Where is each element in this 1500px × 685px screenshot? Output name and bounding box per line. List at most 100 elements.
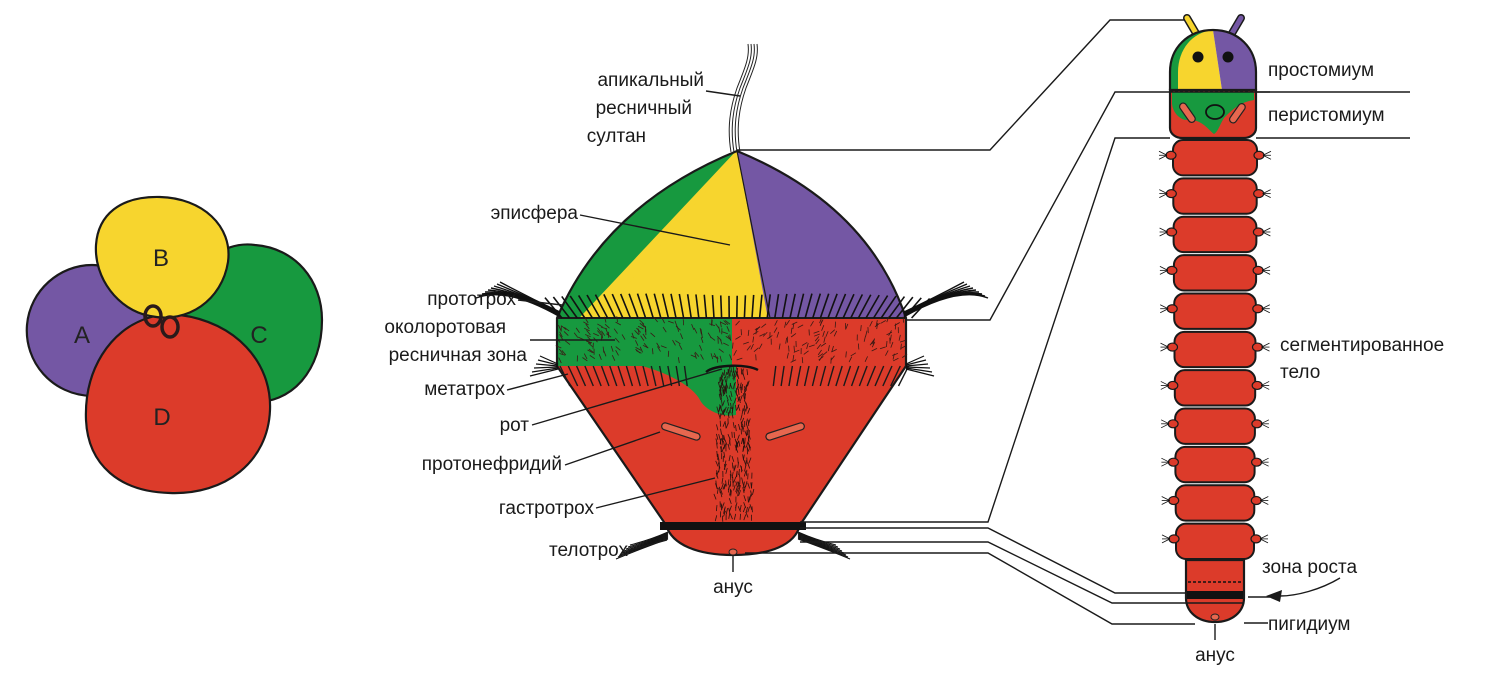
cell-a-label: A bbox=[74, 322, 90, 349]
chaeta bbox=[1160, 381, 1169, 386]
chaeta bbox=[1261, 269, 1271, 275]
body-segment bbox=[1173, 330, 1257, 369]
chaeta bbox=[1161, 500, 1170, 505]
chaeta bbox=[1161, 538, 1171, 544]
parapodium bbox=[1165, 150, 1177, 160]
parapodium bbox=[1168, 495, 1180, 506]
chaeta bbox=[1160, 308, 1169, 314]
worm-anus bbox=[1210, 613, 1220, 621]
chaeta bbox=[1262, 154, 1272, 160]
parapodium bbox=[1252, 265, 1264, 275]
label-peristomium: перистомиум bbox=[1268, 105, 1385, 126]
chaeta bbox=[1259, 534, 1269, 540]
body-segment bbox=[1172, 254, 1258, 292]
chaeta bbox=[1260, 419, 1270, 425]
oral-zone-cilia bbox=[555, 316, 908, 364]
oral-ciliary-zone-region bbox=[556, 318, 907, 366]
chaeta bbox=[1259, 538, 1269, 544]
worm-mouth bbox=[1205, 104, 1225, 120]
label-prostomium: простомиум bbox=[1268, 60, 1374, 81]
label-worm-anus: анус bbox=[1195, 645, 1235, 666]
prostomium-outline bbox=[1168, 28, 1258, 90]
chaeta bbox=[1160, 419, 1170, 425]
chaeta bbox=[1261, 342, 1270, 348]
body-segment bbox=[1172, 215, 1258, 254]
parapodium bbox=[1167, 419, 1179, 429]
label-growth-zone: зона роста bbox=[1262, 557, 1358, 578]
parapodium bbox=[1251, 342, 1264, 352]
trochophore-larva bbox=[475, 43, 989, 560]
body-segment bbox=[1172, 177, 1258, 215]
chaeta bbox=[1159, 193, 1168, 198]
cell-c-label: C bbox=[250, 322, 267, 349]
gastrotroch-cilia bbox=[713, 366, 755, 522]
chaeta bbox=[1260, 500, 1269, 505]
worm-eye-left bbox=[1192, 51, 1204, 63]
parapodium bbox=[1165, 189, 1177, 199]
body-segment bbox=[1173, 369, 1257, 407]
chaeta bbox=[1161, 461, 1170, 467]
chaeta bbox=[1159, 265, 1169, 271]
chaeta bbox=[1160, 304, 1169, 310]
label-gastrotroch: гастротрох bbox=[499, 498, 595, 519]
leader-lines bbox=[506, 19, 1410, 640]
chaeta bbox=[1160, 342, 1169, 348]
label-segmented-body-line2: тело bbox=[1280, 362, 1320, 383]
chaeta bbox=[1161, 457, 1170, 463]
chaeta bbox=[1262, 227, 1271, 233]
parapodium bbox=[1250, 534, 1262, 544]
label-oral-zone-line1: околоротовая bbox=[384, 317, 506, 338]
parapodium bbox=[1165, 227, 1178, 237]
chaeta bbox=[1261, 381, 1270, 386]
body-segment bbox=[1173, 292, 1257, 330]
chaeta bbox=[1260, 423, 1270, 429]
chaeta bbox=[1160, 423, 1170, 429]
label-apical-tuft-line3: султан bbox=[587, 126, 646, 147]
telotroch-band bbox=[660, 522, 806, 530]
chaeta bbox=[1159, 231, 1168, 237]
parapodium bbox=[1166, 265, 1178, 275]
worm-eye-right bbox=[1222, 51, 1234, 63]
chaeta bbox=[1261, 346, 1270, 352]
worm-nephridium-left bbox=[1179, 102, 1196, 123]
parapodium bbox=[1167, 380, 1179, 391]
apical-ciliary-tuft bbox=[728, 43, 758, 153]
label-prototroch: прототрох bbox=[427, 289, 516, 310]
peristomium-green-patch bbox=[1172, 92, 1254, 134]
worm-labels: простомиум перистомиум сегментированное … bbox=[1195, 60, 1444, 666]
parapodium bbox=[1252, 227, 1265, 237]
label-telotroch: телотрох bbox=[549, 540, 628, 561]
chaeta bbox=[1159, 227, 1168, 233]
chaeta bbox=[1159, 269, 1169, 275]
chaeta bbox=[1260, 496, 1269, 501]
chaeta bbox=[1160, 385, 1169, 390]
chaeta bbox=[1262, 189, 1271, 194]
parapodium bbox=[1252, 304, 1264, 314]
chaeta bbox=[1161, 534, 1171, 540]
chaeta bbox=[1158, 150, 1168, 156]
four-cell-embryo: A B C D bbox=[25, 195, 324, 495]
parapodium bbox=[1166, 304, 1178, 314]
label-protonephridium: протонефридий bbox=[422, 454, 562, 475]
label-larva-anus: анус bbox=[713, 577, 753, 598]
parapodium bbox=[1251, 380, 1263, 391]
label-pygidium: пигидиум bbox=[1268, 614, 1351, 635]
segmented-body bbox=[1158, 139, 1272, 560]
parapodium bbox=[1167, 457, 1180, 467]
parapodium bbox=[1253, 150, 1265, 160]
protonephridium-left bbox=[661, 422, 701, 441]
label-apical-tuft-line2: ресничный bbox=[596, 98, 692, 119]
cell-b-blastomere bbox=[94, 195, 230, 319]
growth-zone-arrowhead bbox=[1266, 590, 1282, 602]
chaeta bbox=[1158, 154, 1168, 160]
metatroch-cilia bbox=[529, 355, 935, 387]
parapodium bbox=[1251, 419, 1263, 429]
parapodium bbox=[1250, 495, 1262, 506]
chaeta bbox=[1261, 265, 1271, 271]
parapodium bbox=[1250, 457, 1263, 467]
chaeta bbox=[1260, 457, 1269, 463]
polar-body-2 bbox=[160, 315, 180, 339]
chaeta bbox=[1261, 308, 1270, 314]
chaeta bbox=[1260, 461, 1269, 467]
